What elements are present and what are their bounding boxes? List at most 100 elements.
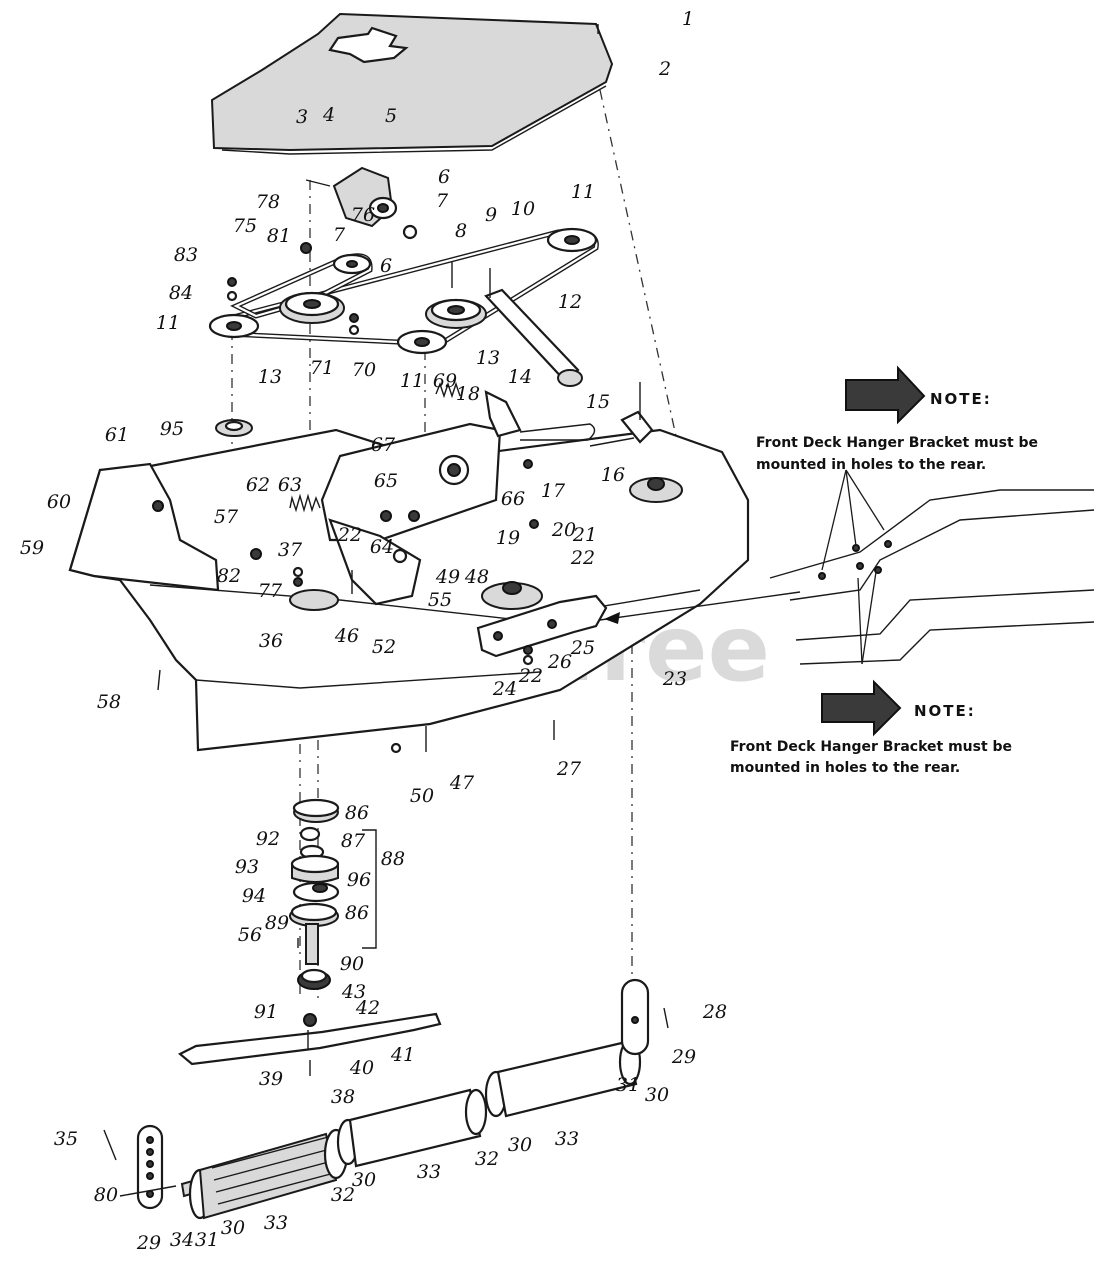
part-callout-9: 9 [485, 204, 497, 226]
part-callout-28: 28 [702, 1001, 727, 1023]
idler-arm [484, 268, 583, 387]
part-callout-12: 12 [558, 291, 582, 313]
part-callout-80: 80 [94, 1184, 118, 1206]
note-arrow-top [845, 365, 926, 425]
part-callout-86: 86 [345, 802, 369, 824]
part-callout-42: 42 [355, 997, 380, 1019]
part-callout-6: 6 [438, 166, 450, 188]
note-top: NOTE: Front Deck Hanger Bracket must be … [756, 390, 1038, 473]
part-callout-22: 22 [518, 665, 543, 687]
part-callout-65: 65 [374, 470, 398, 492]
part-callout-61: 61 [105, 424, 129, 446]
part-callout-92: 92 [256, 828, 280, 850]
part-callout-37: 37 [278, 539, 303, 561]
part-callout-16: 16 [601, 464, 625, 486]
part-callout-84: 84 [169, 282, 193, 304]
part-callout-15: 15 [586, 391, 610, 413]
part-callout-32: 32 [475, 1148, 499, 1170]
pulleys [208, 227, 598, 355]
part-callout-75: 75 [233, 215, 257, 237]
part-callout-26: 26 [547, 651, 572, 673]
part-callout-33: 33 [417, 1161, 441, 1183]
part-callout-95: 95 [160, 418, 184, 440]
part-callout-91: 91 [254, 1001, 278, 1023]
part-callout-71: 71 [310, 357, 334, 379]
part-callout-5: 5 [385, 105, 397, 127]
part-callout-21: 21 [572, 524, 597, 546]
part-callout-89: 89 [265, 912, 289, 934]
note-line-2: mounted in holes to the rear. [730, 760, 960, 776]
part-callout-30: 30 [645, 1084, 669, 1106]
note-line-2: mounted in holes to the rear. [756, 457, 986, 473]
part-callout-83: 83 [174, 244, 198, 266]
mower-blade [178, 1012, 442, 1066]
part-callout-13: 13 [258, 366, 282, 388]
part-callout-70: 70 [352, 359, 376, 381]
part-callout-67: 67 [371, 434, 396, 456]
note-line-1: Front Deck Hanger Bracket must be [730, 739, 1012, 755]
part-callout-56: 56 [238, 924, 262, 946]
note-bottom: NOTE: Front Deck Hanger Bracket must be … [730, 702, 1012, 776]
part-callout-32: 32 [331, 1184, 355, 1206]
part-callout-30: 30 [221, 1217, 245, 1239]
part-callout-22: 22 [337, 524, 362, 546]
part-callout-33: 33 [264, 1212, 288, 1234]
part-callout-22: 22 [570, 547, 595, 569]
part-callout-35: 35 [54, 1128, 78, 1150]
part-callout-3: 3 [296, 106, 308, 128]
part-callout-63: 63 [278, 474, 302, 496]
part-callout-77: 77 [258, 580, 283, 602]
front-hanger-bracket [390, 591, 801, 754]
pulley-spindle-assembly [305, 166, 418, 240]
part-callout-4: 4 [322, 104, 335, 126]
part-callout-88: 88 [381, 848, 405, 870]
part-callout-90: 90 [340, 953, 364, 975]
part-callout-40: 40 [349, 1057, 374, 1079]
part-callout-30: 30 [508, 1134, 532, 1156]
note-heading: NOTE: [930, 390, 992, 408]
part-callout-7: 7 [436, 190, 449, 212]
part-callout-2: 2 [658, 58, 671, 80]
fasteners [157, 24, 599, 691]
part-callout-14: 14 [508, 366, 532, 388]
part-callout-48: 48 [464, 566, 489, 588]
part-callout-25: 25 [570, 637, 595, 659]
part-callout-6: 6 [380, 255, 392, 277]
cover-cutout [328, 26, 409, 64]
part-callout-30: 30 [352, 1169, 376, 1191]
part-callout-41: 41 [390, 1044, 415, 1066]
part-callout-11: 11 [571, 181, 595, 203]
part-callout-18: 18 [456, 383, 480, 405]
part-callout-29: 29 [136, 1232, 161, 1254]
idler-bracket [152, 381, 654, 606]
part-callout-76: 76 [351, 204, 375, 226]
part-callout-94: 94 [242, 885, 266, 907]
part-callout-29: 29 [671, 1046, 696, 1068]
part-callout-13: 13 [476, 347, 500, 369]
part-callout-50: 50 [410, 785, 434, 807]
note-heading: NOTE: [914, 702, 976, 720]
part-callout-10: 10 [511, 198, 535, 220]
part-callout-7: 7 [333, 224, 346, 246]
part-callout-52: 52 [372, 636, 396, 658]
part-callout-33: 33 [555, 1128, 579, 1150]
part-callout-57: 57 [214, 506, 239, 528]
note-line-1: Front Deck Hanger Bracket must be [756, 435, 1038, 451]
part-callout-64: 64 [370, 536, 394, 558]
part-callout-11: 11 [400, 370, 424, 392]
part-callout-23: 23 [662, 668, 687, 690]
note-arrow-bottom [821, 679, 902, 737]
belt-hardware [226, 242, 453, 336]
part-callout-47: 47 [449, 772, 475, 794]
part-callout-59: 59 [20, 537, 44, 559]
part-callout-1: 1 [682, 8, 694, 30]
part-callout-58: 58 [97, 691, 121, 713]
part-callout-78: 78 [256, 191, 280, 213]
part-callout-34: 34 [170, 1229, 194, 1251]
part-callout-86: 86 [345, 902, 369, 924]
part-callout-39: 39 [259, 1068, 283, 1090]
part-callout-31: 31 [195, 1229, 219, 1251]
deck-top-cover [210, 12, 614, 152]
